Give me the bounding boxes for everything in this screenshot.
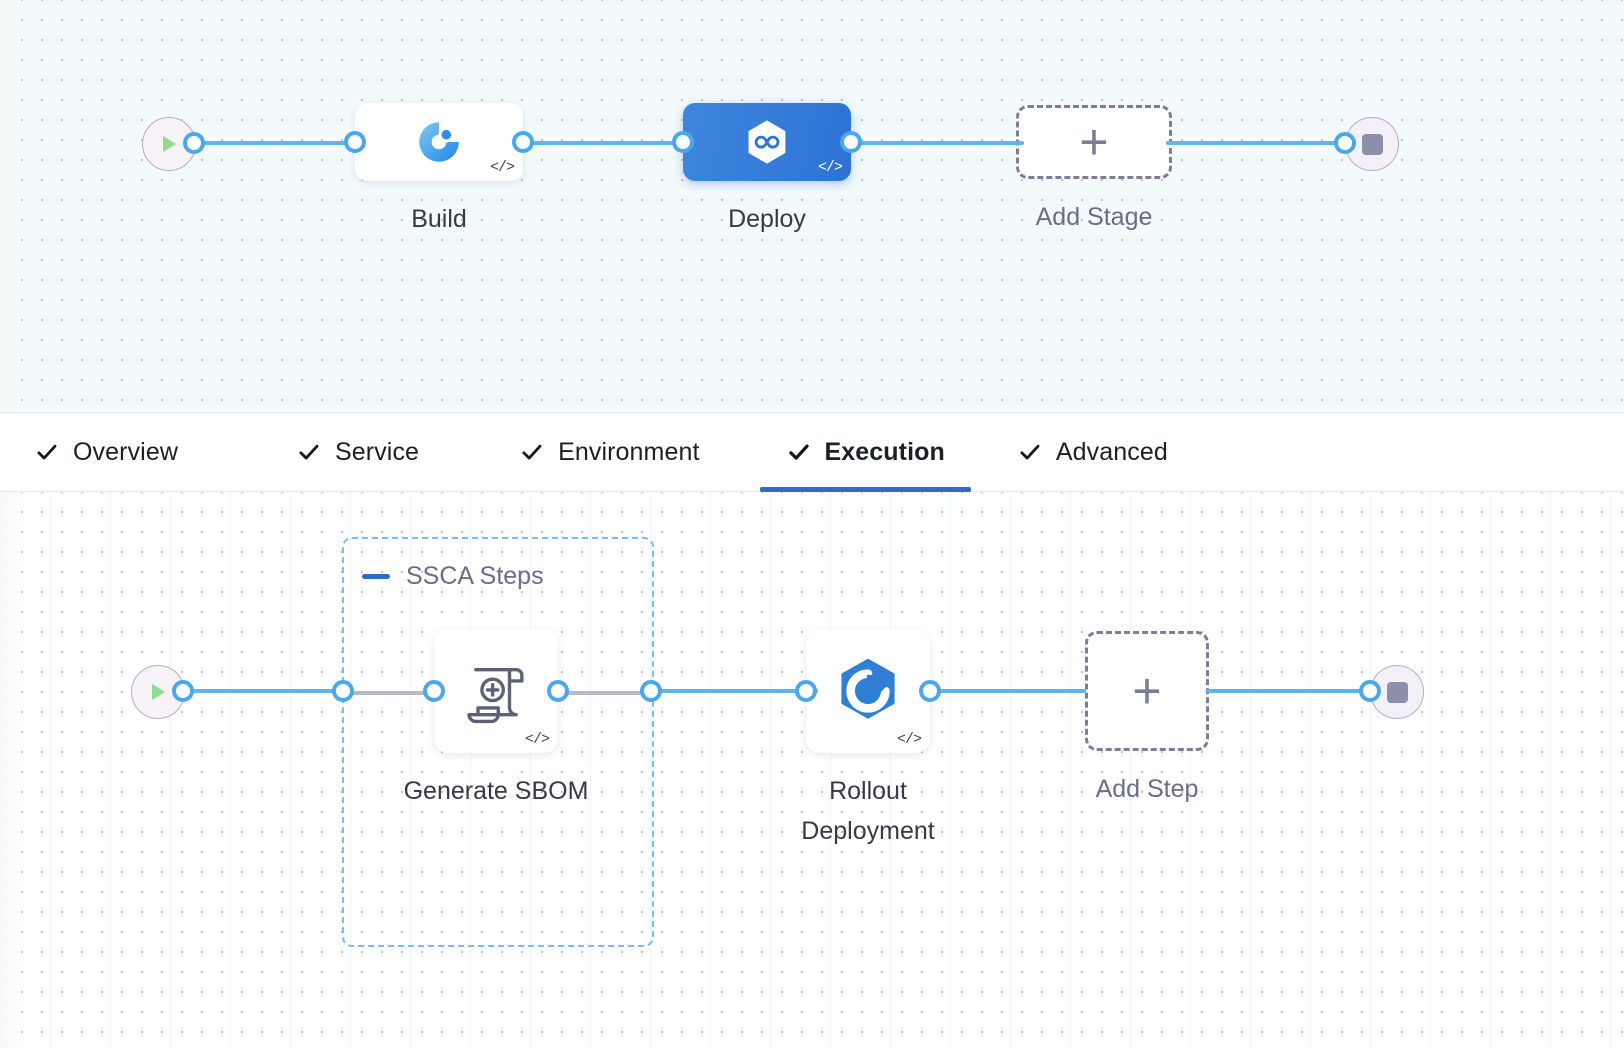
stop-icon (1386, 681, 1408, 703)
generate-sbom-code-badge[interactable]: </> (524, 731, 550, 748)
add-stage-label: Add Stage (1035, 203, 1153, 231)
step-card-generate-sbom[interactable]: </> (434, 629, 558, 753)
tab-environment[interactable]: Environment (519, 413, 699, 491)
cd-deploy-icon (748, 120, 786, 164)
stage-node-build[interactable]: </> Build (344, 103, 534, 233)
deploy-input-port[interactable] (672, 131, 694, 153)
edge-add-to-end (1166, 141, 1356, 145)
check-icon (1020, 444, 1040, 460)
edge-group-to-rollout (648, 689, 818, 693)
plus-icon: + (1079, 114, 1109, 170)
stage-card-deploy[interactable]: </> (683, 103, 851, 181)
step-start-output-port[interactable] (172, 680, 194, 702)
tab-advanced[interactable]: Advanced (1017, 413, 1168, 491)
sbom-scroll-icon (467, 667, 524, 724)
edge-sbom-to-group-exit (560, 691, 652, 695)
step-end-input-port[interactable] (1359, 680, 1381, 702)
build-output-port[interactable] (512, 131, 534, 153)
pipeline-end-node[interactable] (1334, 117, 1399, 171)
start-node-output-port[interactable] (183, 132, 205, 154)
stage-config-tabbar: Overview Service Environment Execution (0, 412, 1624, 492)
tab-execution[interactable]: Execution (759, 413, 971, 492)
play-icon (163, 136, 176, 152)
build-code-badge[interactable]: </> (489, 159, 515, 176)
step-start-node[interactable] (131, 665, 194, 719)
add-step-button[interactable]: + (1085, 631, 1209, 751)
stage-node-deploy[interactable]: </> Deploy (672, 103, 862, 233)
tab-label-advanced: Advanced (1055, 437, 1168, 466)
rollout-input-port[interactable] (795, 680, 817, 702)
edge-start-to-build (190, 141, 360, 145)
tab-label-execution: Execution (824, 437, 945, 466)
stage-label-deploy: Deploy (728, 205, 806, 233)
edge-group-entry-to-sbom (348, 691, 436, 695)
plus-icon: + (1132, 663, 1162, 719)
step-node-rollout-deployment[interactable]: </> Rollout Deployment (795, 629, 941, 845)
pipeline-start-node[interactable] (142, 117, 205, 171)
check-icon (788, 444, 809, 460)
add-stage-node[interactable]: + Add Stage (1016, 105, 1172, 231)
rollout-output-port[interactable] (919, 680, 941, 702)
group-entry-port[interactable] (332, 680, 354, 702)
add-step-label: Add Step (1095, 775, 1199, 803)
group-exit-port[interactable] (640, 680, 662, 702)
build-input-port[interactable] (344, 131, 366, 153)
tab-overview[interactable]: Overview (34, 413, 178, 491)
rollout-hexagon-icon (841, 658, 895, 719)
step-group-header[interactable]: SSCA Steps (362, 562, 544, 591)
generate-sbom-output-port[interactable] (547, 680, 569, 702)
end-node-input-port[interactable] (1334, 132, 1356, 154)
step-label-rollout-deployment: Rollout Deployment (801, 777, 935, 845)
edge-build-to-deploy (520, 141, 690, 145)
check-icon (299, 444, 319, 460)
step-group-title: SSCA Steps (406, 562, 544, 590)
play-icon (152, 684, 165, 700)
minus-icon[interactable] (362, 574, 390, 579)
edge-rollout-to-add (928, 689, 1086, 693)
stop-icon (1361, 133, 1383, 155)
tab-label-overview: Overview (73, 437, 178, 466)
tab-service[interactable]: Service (296, 413, 419, 491)
check-icon (522, 444, 542, 460)
stage-card-build[interactable]: </> (355, 103, 523, 181)
edge-add-to-end (1206, 689, 1370, 693)
add-step-node[interactable]: + Add Step (1085, 631, 1209, 803)
active-tab-underline (759, 487, 971, 492)
check-icon (37, 444, 57, 460)
rollout-code-badge[interactable]: </> (896, 731, 922, 748)
deploy-output-port[interactable] (840, 131, 862, 153)
ci-build-icon (419, 122, 459, 162)
add-stage-button[interactable]: + (1016, 105, 1172, 179)
step-node-generate-sbom[interactable]: </> Generate SBOM (404, 629, 588, 805)
step-label-generate-sbom: Generate SBOM (403, 777, 589, 805)
stage-graph-canvas[interactable]: </> Build </> Deploy + Add Stag (0, 0, 1624, 412)
tab-label-service: Service (335, 437, 420, 466)
edge-deploy-to-add (848, 141, 1024, 145)
step-group-ssca-steps[interactable] (342, 537, 654, 947)
deploy-code-badge[interactable]: </> (817, 159, 843, 176)
tab-label-environment: Environment (558, 437, 700, 466)
generate-sbom-input-port[interactable] (423, 680, 445, 702)
step-card-rollout-deployment[interactable]: </> (806, 629, 930, 753)
step-end-node[interactable] (1359, 665, 1424, 719)
edge-start-to-group (178, 689, 350, 693)
step-graph-canvas[interactable]: SSCA Steps (0, 492, 1624, 1048)
stage-label-build: Build (411, 205, 467, 233)
